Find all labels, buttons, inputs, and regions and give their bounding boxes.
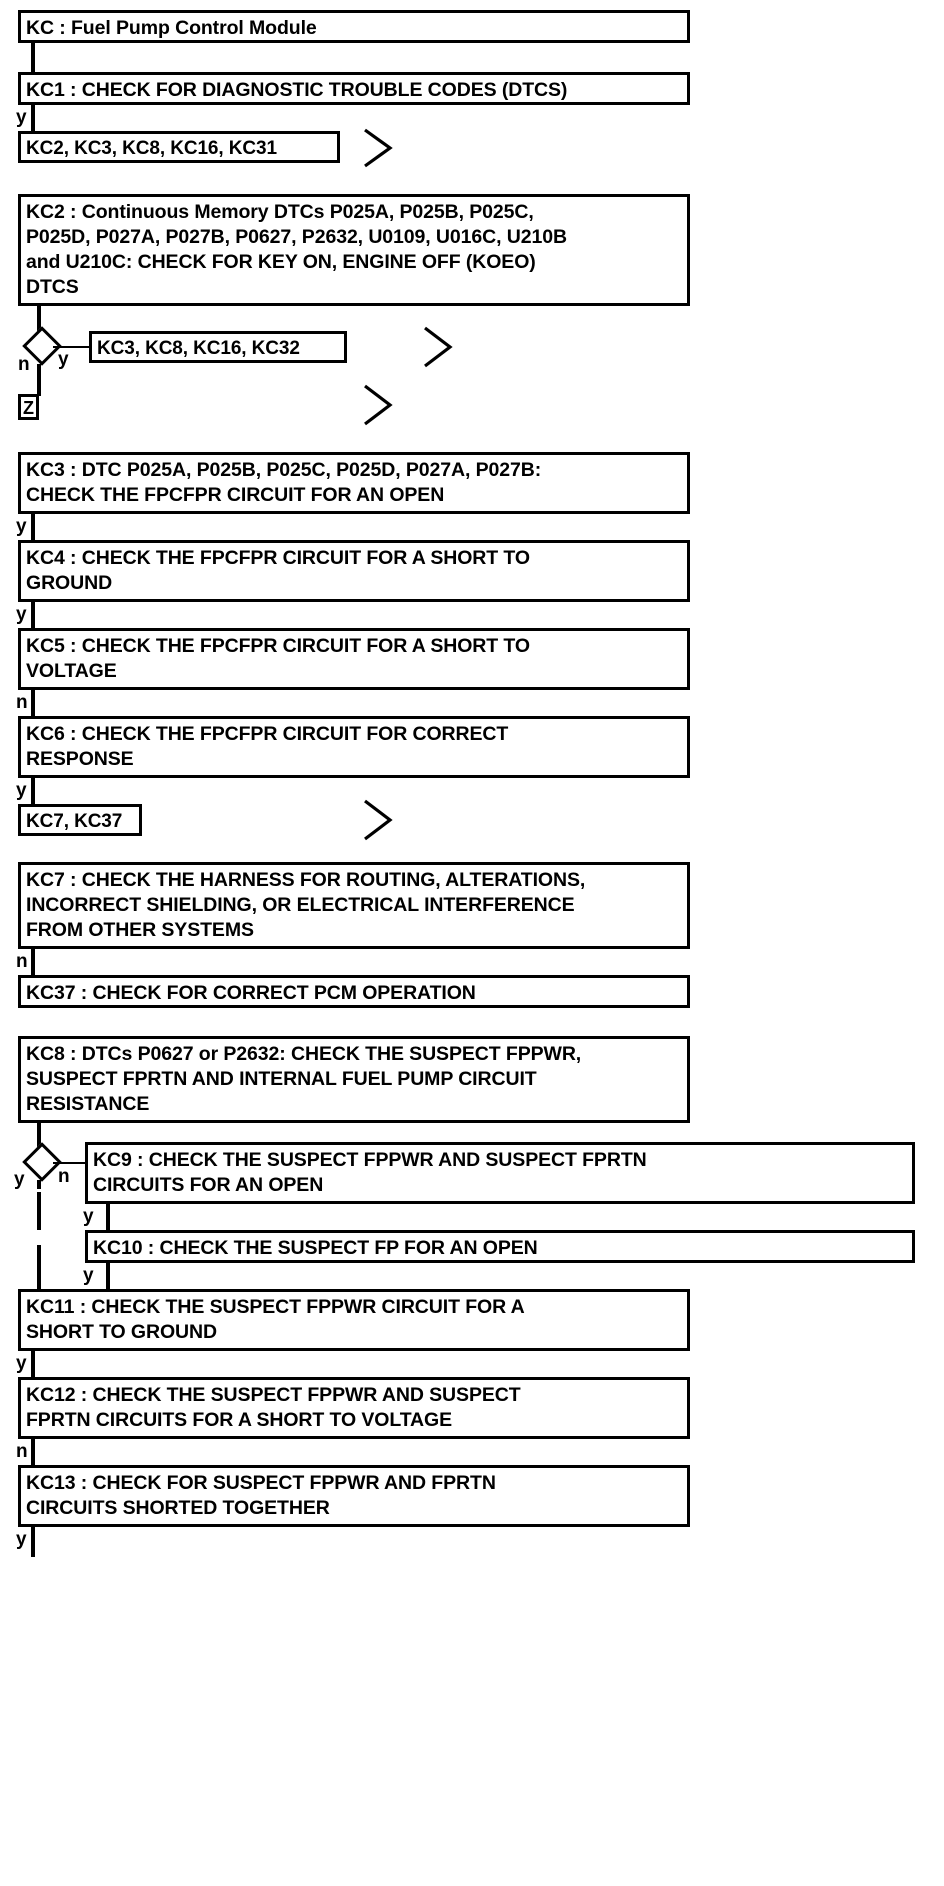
branch-label-kc10-y: y: [83, 1265, 94, 1286]
node-kc8[interactable]: KC8 : DTCs P0627 or P2632: CHECK THE SUS…: [18, 1036, 690, 1123]
branch-label-decision2-y: y: [14, 1169, 25, 1190]
node-kc5[interactable]: KC5 : CHECK THE FPCFPR CIRCUIT FOR A SHO…: [18, 628, 690, 690]
node-kc13[interactable]: KC13 : CHECK FOR SUSPECT FPPWR AND FPRTN…: [18, 1465, 690, 1527]
connector-kc11-to-kc12: [31, 1351, 35, 1377]
connector-kc9-to-kc10: [106, 1204, 110, 1230]
connector-decision2-yes-seg2: [37, 1192, 41, 1230]
connector-kc5-to-kc6: [31, 690, 35, 716]
connector-kc12-to-kc13: [31, 1439, 35, 1465]
node-kc3[interactable]: KC3 : DTC P025A, P025B, P025C, P025D, P0…: [18, 452, 690, 514]
node-ref-z[interactable]: Z: [18, 394, 39, 420]
connector-kc8-to-decision2: [37, 1123, 41, 1153]
offpage-chevron-icon-1: [362, 127, 396, 169]
node-kc9[interactable]: KC9 : CHECK THE SUSPECT FPPWR AND SUSPEC…: [85, 1142, 915, 1204]
branch-label-kc3-y: y: [16, 516, 27, 537]
node-ref-kc3-kc8-kc16-kc32[interactable]: KC3, KC8, KC16, KC32: [89, 331, 347, 363]
connector-kc4-to-kc5: [31, 602, 35, 628]
connector-kc-root-to-kc1: [31, 43, 35, 72]
node-kc37[interactable]: KC37 : CHECK FOR CORRECT PCM OPERATION: [18, 975, 690, 1008]
branch-label-kc4-y: y: [16, 604, 27, 625]
branch-label-decision2-n: n: [58, 1166, 70, 1187]
branch-label-kc6-y: y: [16, 780, 27, 801]
connector-decision2-no: [53, 1162, 85, 1164]
node-kc6[interactable]: KC6 : CHECK THE FPCFPR CIRCUIT FOR CORRE…: [18, 716, 690, 778]
offpage-chevron-icon-4: [362, 798, 396, 842]
branch-label-kc11-y: y: [16, 1353, 27, 1374]
connector-decision1-no: [37, 364, 41, 396]
offpage-chevron-icon-3: [362, 383, 396, 427]
node-kc4[interactable]: KC4 : CHECK THE FPCFPR CIRCUIT FOR A SHO…: [18, 540, 690, 602]
node-kc12[interactable]: KC12 : CHECK THE SUSPECT FPPWR AND SUSPE…: [18, 1377, 690, 1439]
branch-label-kc13-y: y: [16, 1529, 27, 1550]
branch-label-decision1-y: y: [58, 349, 69, 370]
connector-decision2-yes-seg3: [37, 1245, 41, 1289]
connector-kc2-to-decision1: [37, 306, 41, 336]
node-kc-root[interactable]: KC : Fuel Pump Control Module: [18, 10, 690, 43]
node-kc10[interactable]: KC10 : CHECK THE SUSPECT FP FOR AN OPEN: [85, 1230, 915, 1263]
branch-label-kc1-y: y: [16, 107, 27, 128]
connector-kc10-to-kc11: [106, 1263, 110, 1289]
node-kc2[interactable]: KC2 : Continuous Memory DTCs P025A, P025…: [18, 194, 690, 306]
node-kc1[interactable]: KC1 : CHECK FOR DIAGNOSTIC TROUBLE CODES…: [18, 72, 690, 105]
connector-kc7-to-kc37: [31, 949, 35, 975]
branch-label-kc7-n: n: [16, 951, 28, 972]
offpage-chevron-icon-2: [422, 325, 456, 369]
branch-label-kc5-n: n: [16, 692, 28, 713]
node-ref-kc2-kc3-kc8-kc16-kc31[interactable]: KC2, KC3, KC8, KC16, KC31: [18, 131, 340, 163]
connector-kc6-to-ref3: [31, 778, 35, 804]
connector-decision2-yes-seg1: [37, 1180, 41, 1189]
connector-kc3-to-kc4: [31, 514, 35, 540]
node-kc7[interactable]: KC7 : CHECK THE HARNESS FOR ROUTING, ALT…: [18, 862, 690, 949]
connector-decision1-yes: [53, 346, 89, 348]
connector-kc1-to-ref1: [31, 105, 35, 131]
node-ref-kc7-kc37[interactable]: KC7, KC37: [18, 804, 142, 836]
branch-label-kc12-n: n: [16, 1441, 28, 1462]
node-kc11[interactable]: KC11 : CHECK THE SUSPECT FPPWR CIRCUIT F…: [18, 1289, 690, 1351]
branch-label-decision1-n: n: [18, 354, 30, 375]
branch-label-kc9-y: y: [83, 1206, 94, 1227]
connector-kc13-out: [31, 1527, 35, 1557]
